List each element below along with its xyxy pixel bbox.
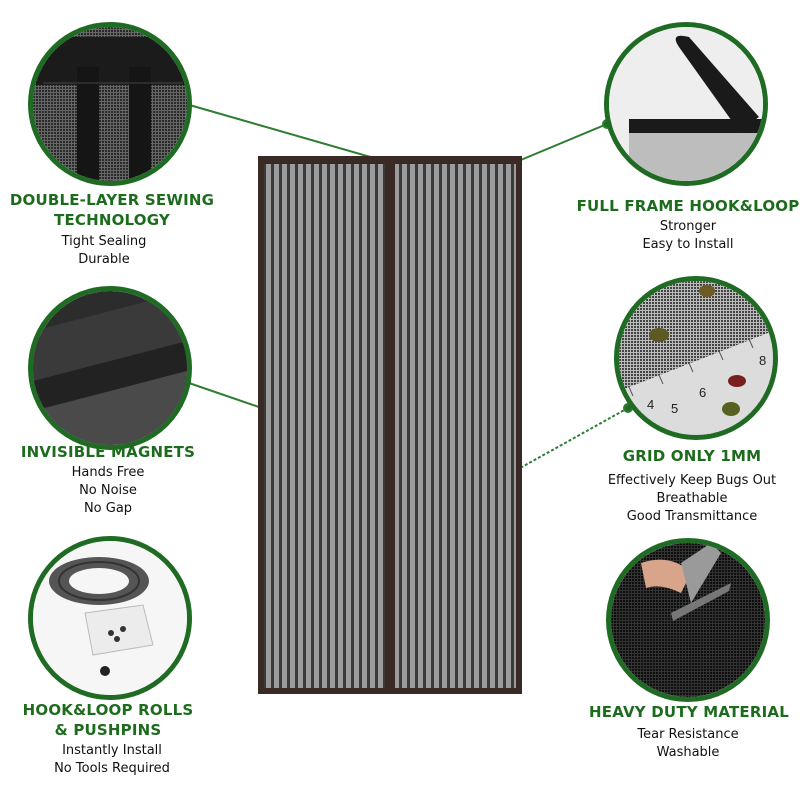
feature-title-magnets: INVISIBLE MAGNETS	[20, 443, 196, 461]
feature-title-double-layer: DOUBLE-LAYER SEWING TECHNOLOGY	[9, 191, 215, 229]
ruler-number: 4	[647, 397, 654, 412]
invisible-magnets-image	[28, 286, 192, 450]
grid-mesh-ruler-image: 4 5 6 7 8	[614, 276, 778, 440]
feature-desc-rolls: Instantly Install No Tools Required	[54, 743, 170, 776]
feature-title-full-frame: FULL FRAME HOOK&LOOP	[576, 197, 800, 215]
feature-title-heavy-duty: HEAVY DUTY MATERIAL	[589, 703, 789, 721]
hook-loop-frame-image	[604, 22, 768, 186]
feature-title-grid: GRID ONLY 1MM	[622, 447, 762, 465]
double-layer-sewing-image	[28, 22, 192, 186]
feature-desc-heavy-duty: Tear Resistance Washable	[637, 727, 739, 760]
hook-loop-rolls-image	[28, 536, 192, 700]
heavy-duty-material-image	[606, 538, 770, 702]
ruler-number: 5	[671, 401, 678, 416]
ruler-number: 6	[699, 385, 706, 400]
screen-door-curtain	[258, 156, 522, 694]
curtain-illustration	[258, 156, 522, 694]
feature-desc-full-frame: Stronger Easy to Install	[642, 219, 734, 252]
feature-desc-double-layer: Tight Sealing Durable	[61, 234, 147, 267]
feature-desc-magnets: Hands Free No Noise No Gap	[71, 465, 145, 516]
ruler-number: 8	[759, 353, 766, 368]
feature-title-rolls: HOOK&LOOP ROLLS & PUSHPINS	[22, 701, 194, 739]
feature-desc-grid: Effectively Keep Bugs Out Breathable Goo…	[607, 473, 777, 524]
